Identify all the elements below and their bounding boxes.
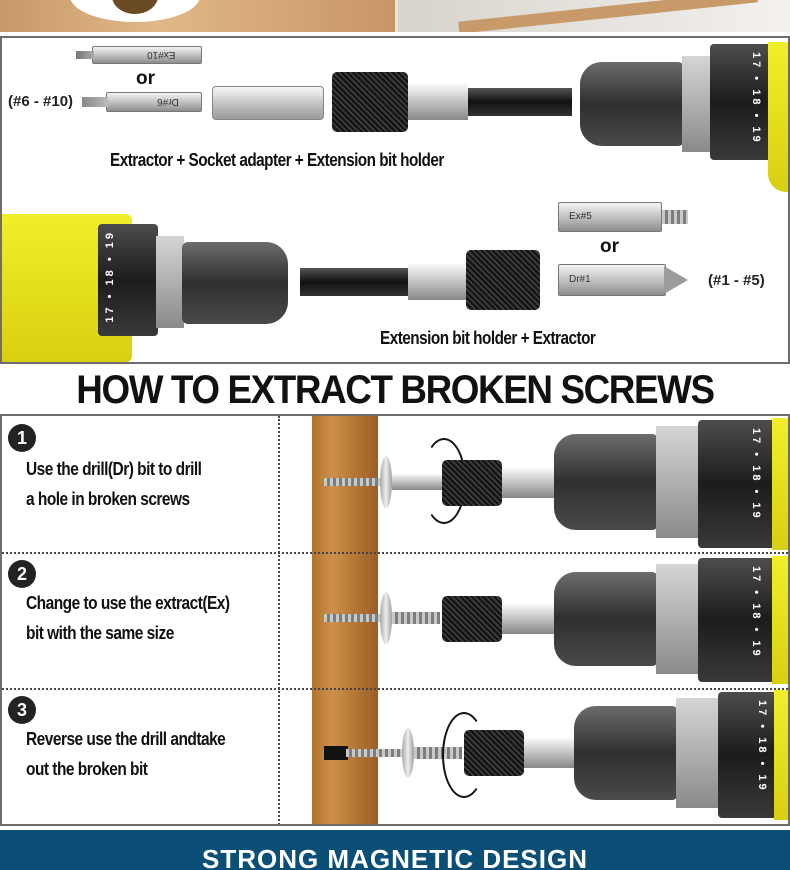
step-divider-1 (2, 552, 788, 554)
drill-chuck-2 (182, 242, 288, 324)
drill-yellow-body-1 (768, 42, 788, 192)
step-3-drill-chuck (574, 706, 678, 800)
step-divider-2 (2, 688, 788, 690)
drill-bit-dr1: Dr#1 (558, 264, 666, 296)
workbench-photo (398, 0, 790, 32)
drill-dial-1: 17 • 18 • 19 (750, 52, 762, 145)
step-1-drill-chuck (554, 434, 658, 530)
extension-bit-holder-knurl (332, 72, 408, 132)
bit-holder-2 (442, 596, 502, 642)
step-number-1: 1 (8, 424, 36, 452)
step-2-drill-chuck (554, 572, 658, 666)
bit-holder-1 (442, 460, 502, 506)
wall-hole (324, 746, 348, 760)
extension-bit-holder-knurl-2 (466, 250, 540, 310)
extractor-bit-2 (392, 612, 440, 624)
caption-config-2: Extension bit holder + Extractor (380, 328, 596, 348)
step-2-text: Change to use the extract(Ex) bit with t… (26, 593, 230, 643)
page-title: HOW TO EXTRACT BROKEN SCREWS (76, 368, 715, 412)
hex-shank-1 (468, 88, 572, 116)
step-3-text: Reverse use the drill andtake out the br… (26, 729, 226, 779)
drill-dial-2: 17 • 18 • 19 (104, 230, 116, 323)
or-label-2: or (600, 236, 619, 257)
broken-screw-1 (324, 478, 384, 486)
column-divider (278, 416, 280, 824)
top-photo-strip (0, 0, 790, 32)
configuration-panel: Ex#10 or (#6 - #10) Dr#6 17 • 18 • 19 Ex… (0, 36, 790, 364)
wood-photo (0, 0, 395, 32)
step-number-3: 3 (8, 696, 36, 724)
size-range-2: (#1 - #5) (708, 272, 765, 289)
footer-banner: STRONG MAGNETIC DESIGN (0, 830, 790, 870)
extractor-bit-3 (414, 747, 462, 759)
size-range-1: (#6 - #10) (8, 93, 74, 110)
socket-adapter (212, 86, 324, 120)
or-label-1: or (136, 68, 155, 89)
hex-shank-2 (300, 268, 410, 296)
broken-screw-2 (324, 614, 384, 622)
drill-chuck-1 (580, 62, 684, 146)
steps-panel: 1 Use the drill(Dr) bit to drill a hole … (0, 414, 790, 826)
drill-bit-dr6: Dr#6 (106, 92, 202, 112)
extractor-bit-ex5: Ex#5 (558, 202, 662, 232)
bit-holder-3 (464, 730, 524, 776)
caption-config-1: Extractor + Socket adapter + Extension b… (110, 150, 444, 170)
step-number-2: 2 (8, 560, 36, 588)
drill-body-2 (98, 224, 158, 336)
broken-screw-3 (346, 749, 404, 757)
step-1-text: Use the drill(Dr) bit to drill a hole in… (26, 459, 202, 509)
extractor-bit-ex10: Ex#10 (92, 46, 202, 64)
drill-body-1 (710, 44, 772, 160)
